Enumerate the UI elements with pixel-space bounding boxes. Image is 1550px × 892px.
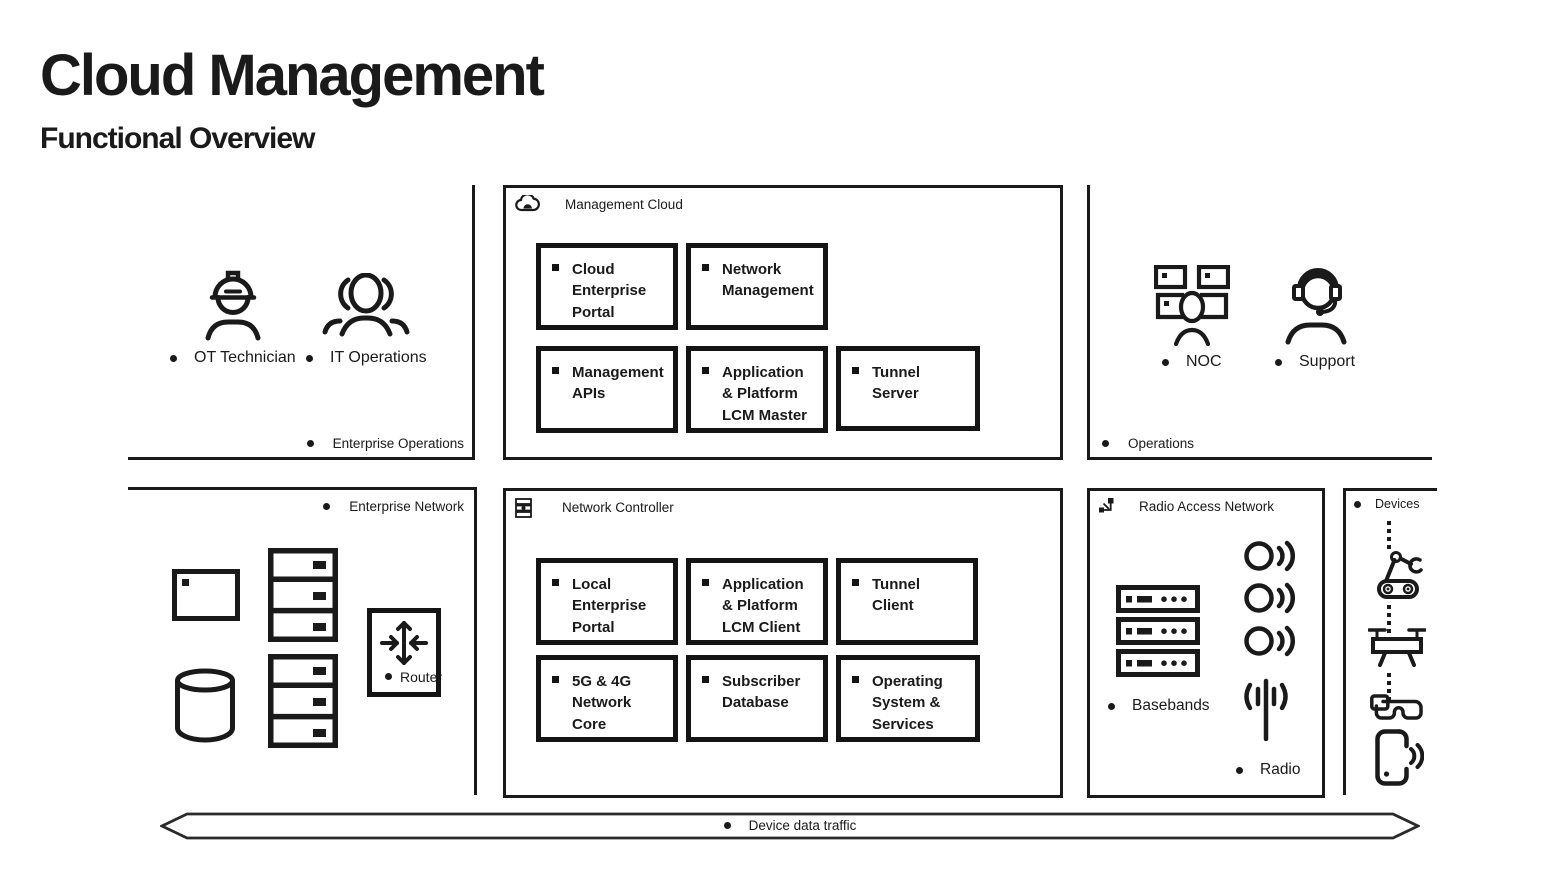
server-stack-icon: [515, 498, 532, 518]
5g-4g-network-core-box: 5G & 4G Network Core: [536, 655, 678, 742]
square-bullet-icon: [552, 367, 559, 374]
tunnel-server-box: Tunnel Server: [836, 346, 980, 431]
it-operations-icon: [322, 273, 410, 337]
router-box: Router: [367, 608, 442, 697]
square-bullet-icon: [552, 676, 559, 683]
smart-glasses-icon: [1370, 694, 1423, 720]
radio-access-network-header: Radio Access Network: [1098, 497, 1274, 514]
network-controller-header: Network Controller: [515, 498, 674, 518]
operating-system-services-box: Operating System & Services: [836, 655, 980, 742]
bullet-icon: [1162, 358, 1169, 366]
page-title: Cloud Management: [40, 43, 545, 108]
management-cloud-header: Management Cloud: [515, 195, 683, 213]
square-bullet-icon: [702, 264, 709, 271]
subscriber-database-box: Subscriber Database: [686, 655, 828, 742]
ot-technician-label: OT Technician: [170, 349, 296, 367]
monitor-icon: [172, 569, 240, 621]
application-platform-lcm-master-box: Application & Platform LCM Master: [686, 346, 828, 433]
baseband-unit-icon: [1116, 585, 1200, 613]
bullet-icon: [170, 354, 177, 362]
devices-zone: Devices: [1343, 488, 1437, 795]
router-arrows-icon: [380, 621, 428, 665]
basebands-label: Basebands: [1108, 697, 1210, 715]
local-enterprise-portal-box: Local Enterprise Portal: [536, 558, 678, 645]
square-bullet-icon: [552, 264, 559, 271]
square-bullet-icon: [852, 579, 859, 586]
ran-icon: [1099, 498, 1114, 513]
cloud-enterprise-portal-box: Cloud Enterprise Portal: [536, 243, 678, 330]
database-icon: [175, 668, 235, 743]
application-platform-lcm-client-box: Application & Platform LCM Client: [686, 558, 828, 645]
antenna-icon: [1244, 678, 1288, 741]
server-tower-icon: [268, 548, 338, 642]
devices-zone-label: Devices: [1354, 497, 1419, 511]
square-bullet-icon: [702, 367, 709, 374]
dotted-link-icon: [1387, 521, 1391, 549]
robot-arm-icon: [1377, 551, 1423, 599]
square-bullet-icon: [702, 676, 709, 683]
bullet-icon: [1102, 440, 1109, 447]
drone-icon: [1368, 628, 1426, 667]
baseband-unit-icon: [1116, 617, 1200, 645]
noc-label: NOC: [1162, 353, 1222, 371]
network-controller-zone: Network Controller Local Enterprise Port…: [503, 488, 1063, 798]
management-cloud-zone: Management Cloud Cloud Enterprise Portal…: [503, 185, 1063, 460]
radio-unit-icon: [1244, 625, 1295, 657]
noc-icon: [1154, 265, 1230, 347]
cloud-icon: [515, 195, 540, 212]
bullet-icon: [385, 673, 392, 681]
router-label: Router: [385, 668, 442, 687]
bullet-icon: [323, 503, 331, 510]
radio-unit-icon: [1244, 540, 1295, 572]
double-arrow-icon: [160, 812, 1420, 840]
it-operations-label: IT Operations: [306, 349, 427, 367]
enterprise-network-zone: Enterprise Network: [128, 487, 477, 795]
ot-technician-icon: [205, 270, 261, 341]
bullet-icon: [1354, 500, 1361, 508]
bullet-icon: [1236, 766, 1243, 774]
square-bullet-icon: [852, 676, 859, 683]
bullet-icon: [306, 354, 313, 362]
network-management-box: Network Management: [686, 243, 828, 330]
operations-zone-label: Operations: [1102, 436, 1194, 451]
bullet-icon: [1275, 358, 1282, 366]
bullet-icon: [306, 440, 314, 447]
device-data-traffic-arrow: Device data traffic: [160, 812, 1420, 840]
radio-access-network-zone: Radio Access Network Basebands: [1087, 488, 1325, 798]
enterprise-operations-zone-label: Enterprise Operations: [306, 436, 464, 451]
support-label: Support: [1275, 353, 1355, 371]
support-icon: [1285, 268, 1347, 345]
bullet-icon: [723, 821, 731, 829]
device-data-traffic-label: Device data traffic: [160, 812, 1420, 838]
square-bullet-icon: [852, 367, 859, 374]
square-bullet-icon: [702, 579, 709, 586]
dotted-link-icon: [1387, 605, 1391, 633]
enterprise-operations-zone: OT Technician IT Operations Enterprise O…: [128, 185, 475, 460]
enterprise-network-zone-label: Enterprise Network: [323, 499, 464, 514]
tunnel-client-box: Tunnel Client: [836, 558, 978, 645]
radio-label: Radio: [1236, 761, 1301, 779]
baseband-unit-icon: [1116, 649, 1200, 677]
bullet-icon: [1108, 702, 1115, 710]
square-bullet-icon: [552, 579, 559, 586]
operations-zone: NOC Support Operations: [1087, 185, 1432, 460]
server-tower-icon: [268, 654, 338, 748]
page-subtitle: Functional Overview: [40, 122, 315, 155]
radio-unit-icon: [1244, 582, 1295, 614]
management-apis-box: Management APIs: [536, 346, 678, 433]
smartphone-icon: [1375, 729, 1424, 786]
